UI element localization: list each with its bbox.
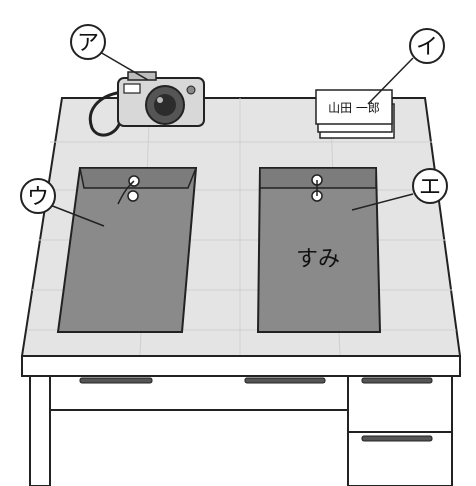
callout-a: ア: [70, 24, 106, 60]
callout-a-label: ア: [77, 31, 99, 56]
camera-lens-glint: [157, 97, 163, 103]
name-card-stack: 山田 一郎: [315, 89, 395, 139]
callout-e-label: エ: [419, 175, 441, 200]
callout-i-label: イ: [416, 35, 438, 60]
callout-e-circle: [412, 168, 448, 204]
callout-u-label: ウ: [27, 185, 49, 210]
envelope-left-string: [117, 180, 135, 205]
leader-a: [99, 51, 149, 81]
camera: [89, 71, 205, 137]
drawer-handle-right-bottom: [361, 435, 433, 442]
envelope-left: [56, 167, 198, 333]
name-card: [315, 89, 393, 125]
leader-e: [351, 193, 414, 211]
drawer-handle-middle: [244, 377, 326, 384]
camera-flash: [123, 83, 141, 94]
envelope-right: すみ: [256, 167, 382, 333]
envelope-right-text: すみ: [296, 247, 340, 272]
drawer-handle-left: [79, 377, 153, 384]
camera-button: [186, 85, 196, 95]
envelope-left-body: [56, 167, 198, 333]
name-card-text: 山田 一郎: [328, 101, 380, 115]
envelope-left-clasp-bottom: [127, 190, 139, 202]
desk-leg-left: [29, 375, 51, 486]
callout-a-circle: [70, 24, 106, 60]
callout-u: ウ: [20, 178, 56, 214]
callout-leaders: [49, 51, 414, 227]
callout-i-circle: [409, 28, 445, 64]
camera-strap: [89, 90, 123, 137]
callout-i: イ: [409, 28, 445, 64]
camera-lens-inner: [154, 94, 176, 116]
callout-u-circle: [20, 178, 56, 214]
desk-edge: [21, 355, 461, 377]
callout-e: エ: [412, 168, 448, 204]
drawer-handle-right-top: [361, 377, 433, 384]
leader-u: [49, 204, 105, 227]
leader-i: [367, 57, 414, 105]
